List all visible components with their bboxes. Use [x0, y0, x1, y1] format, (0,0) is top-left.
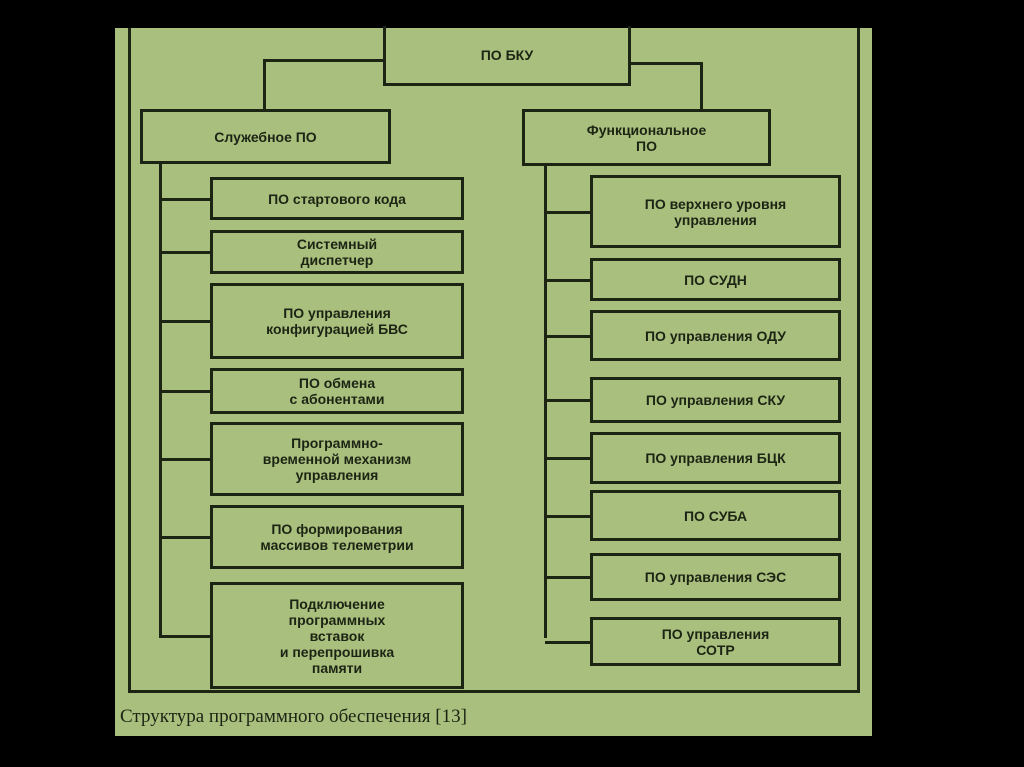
functional-item-box: ПО управления СОТР — [590, 617, 841, 666]
service-item-box: ПО управления конфигурацией БВС — [210, 283, 464, 359]
service-item-box: ПО обмена с абонентами — [210, 368, 464, 414]
service-item-box: Системный диспетчер — [210, 230, 464, 274]
functional-item-box: ПО СУБА — [590, 490, 841, 541]
connector — [700, 62, 703, 111]
connector — [545, 335, 592, 338]
connector — [160, 390, 212, 393]
connector — [263, 59, 385, 62]
frame-line — [128, 690, 860, 693]
connector — [545, 576, 592, 579]
connector — [545, 457, 592, 460]
connector — [160, 198, 212, 201]
frame-line — [857, 28, 860, 692]
service-item-box: ПО стартового кода — [210, 177, 464, 220]
connector — [160, 251, 212, 254]
service-item-box: Программно- временной механизм управлени… — [210, 422, 464, 496]
service-item-box: Подключение программных вставок и перепр… — [210, 582, 464, 689]
functional-item-box: ПО управления СКУ — [590, 377, 841, 423]
connector — [545, 515, 592, 518]
connector — [545, 641, 592, 644]
connector — [160, 320, 212, 323]
connector — [545, 399, 592, 402]
functional-item-box: ПО управления СЭС — [590, 553, 841, 601]
functional-item-box: ПО управления ОДУ — [590, 310, 841, 361]
frame-line — [128, 28, 131, 692]
figure-caption: Структура программного обеспечения [13] — [120, 706, 467, 727]
left-trunk — [159, 163, 162, 638]
connector — [628, 62, 703, 65]
connector — [545, 211, 592, 214]
connector — [545, 279, 592, 282]
root-box: ПО БКУ — [383, 26, 631, 86]
connector — [160, 536, 212, 539]
functional-item-box: ПО управления БЦК — [590, 432, 841, 484]
service-software-box: Служебное ПО — [140, 109, 391, 164]
connector — [263, 59, 266, 111]
service-item-box: ПО формирования массивов телеметрии — [210, 505, 464, 569]
connector — [160, 458, 212, 461]
functional-item-box: ПО верхнего уровня управления — [590, 175, 841, 248]
connector — [160, 635, 212, 638]
functional-software-box: Функциональное ПО — [522, 109, 771, 166]
functional-item-box: ПО СУДН — [590, 258, 841, 301]
